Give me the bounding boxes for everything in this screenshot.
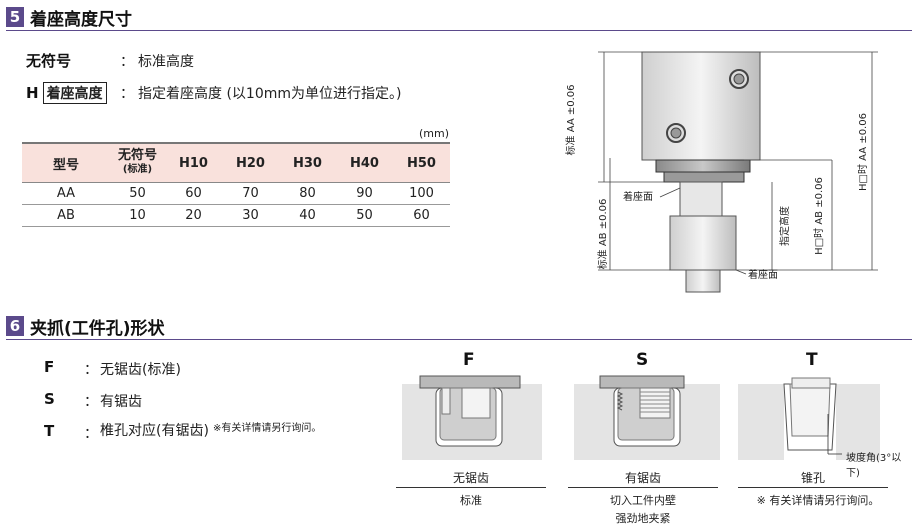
table-row: AB 10 20 30 40 50 60 <box>22 204 450 227</box>
cell: 30 <box>222 204 279 227</box>
port-icon-inner <box>733 73 745 85</box>
figure-caption-t: 锥孔 <box>800 471 825 485</box>
seat-surface-label-1: 着座面 <box>623 190 653 203</box>
clamp-rod <box>685 269 721 293</box>
option-key: 无符号 <box>26 52 72 70</box>
option-desc-t-wrap: 椎孔对应(有锯齿) ※有关详情请另行询问。 <box>100 420 321 440</box>
cell: 60 <box>393 204 450 227</box>
section5-option-none: 无符号 <box>26 50 71 71</box>
figure-sub-f: 标准 <box>460 494 482 507</box>
cell: 50 <box>336 204 393 227</box>
cell: 70 <box>222 182 279 205</box>
header-h40: H40 <box>336 142 393 183</box>
option-desc: 标准高度 <box>138 54 194 70</box>
table-unit: (mm) <box>419 127 450 140</box>
figure-letter-s: S <box>636 350 649 370</box>
option-note-t: ※有关详情请另行询问。 <box>212 423 322 434</box>
caption-divider <box>738 487 888 488</box>
section6-number: 6 <box>6 316 24 336</box>
header-none-sub: (标准) <box>122 164 153 175</box>
row-model: AA <box>22 182 110 205</box>
seat-height-diagram: 标准 AA ±0.06 标准 AB ±0.06 指定高度 H□时 AB ±0.0… <box>565 51 878 293</box>
option-desc-s: 有锯齿 <box>100 394 142 410</box>
section5-option-h: H 着座高度 <box>26 82 107 104</box>
cell: 20 <box>165 204 222 227</box>
figure-letter-f: F <box>463 350 475 370</box>
option-desc-t: 椎孔对应(有锯齿) <box>100 423 209 439</box>
clamp-body <box>641 51 761 161</box>
header-standard: 无符号 (标准) <box>110 142 165 183</box>
option-key-f: F <box>44 358 55 376</box>
port-icon-inner <box>670 127 682 139</box>
cell: 40 <box>279 204 336 227</box>
header-h30: H30 <box>279 142 336 183</box>
cell: 60 <box>165 182 222 205</box>
cell: 80 <box>279 182 336 205</box>
option-key: H <box>26 84 39 102</box>
std-aa-label: 标准 AA ±0.06 <box>565 85 577 156</box>
section6-header: 6 夹抓(工件孔)形状 <box>6 315 165 339</box>
figure-f-drawing <box>402 375 542 460</box>
section5-header: 5 着座高度尺寸 <box>6 6 132 30</box>
h-aa-label: H□时 AA ±0.06 <box>857 113 869 191</box>
cell: 10 <box>110 204 165 227</box>
header-h50: H50 <box>393 142 450 183</box>
seat-surface-label-2: 着座面 <box>748 268 778 281</box>
section5-divider <box>6 30 912 31</box>
option-desc: 指定着座高度 (以10mm为单位进行指定。) <box>138 86 402 102</box>
section6-title: 夹抓(工件孔)形状 <box>30 318 165 339</box>
option-desc-f: 无锯齿(标准) <box>100 362 181 378</box>
section5-number: 5 <box>6 7 24 27</box>
header-h20: H20 <box>222 142 279 183</box>
cell: 100 <box>393 182 450 205</box>
seat-height-table: 型号 无符号 (标准) H10 H20 H30 H40 H50 AA 50 60… <box>22 142 450 227</box>
clamp-flange-lower <box>663 171 745 183</box>
option-colon: ： <box>84 362 98 378</box>
cell: 90 <box>336 182 393 205</box>
header-none: 无符号 <box>117 148 157 163</box>
h-ab-label: H□时 AB ±0.06 <box>813 177 825 255</box>
std-ab-label: 标准 AB ±0.06 <box>597 199 609 270</box>
option-colon: ： <box>84 394 98 410</box>
figure-sub-s-2: 强劲地夹紧 <box>615 512 671 525</box>
figure-sub-s-1: 切入工件内壁 <box>610 494 676 507</box>
table-header-row: 型号 无符号 (标准) H10 H20 H30 H40 H50 <box>22 142 450 183</box>
slope-angle-label: 坡度角(3°以下) <box>846 453 902 479</box>
clamp-piston <box>669 215 737 271</box>
cell: 50 <box>110 182 165 205</box>
specified-height-label: 指定高度 <box>778 206 791 246</box>
clamp-jaw <box>679 181 723 217</box>
caption-divider <box>396 487 546 488</box>
option-boxed-label: 着座高度 <box>42 82 107 104</box>
figure-sub-t: ※ 有关详情请另行询问。 <box>756 494 880 507</box>
section5-title: 着座高度尺寸 <box>30 9 132 30</box>
header-h10: H10 <box>165 142 222 183</box>
figure-letter-t: T <box>806 350 818 370</box>
figure-s-drawing <box>574 375 720 460</box>
figure-caption-s: 有锯齿 <box>624 471 661 485</box>
figure-t-drawing <box>738 377 880 460</box>
section6-divider <box>6 339 912 340</box>
header-model: 型号 <box>22 142 110 183</box>
option-key-t: T <box>44 422 55 440</box>
option-colon: ： <box>120 54 134 70</box>
option-key-s: S <box>44 390 55 408</box>
option-colon: ： <box>120 86 134 102</box>
table-row: AA 50 60 70 80 90 100 <box>22 182 450 205</box>
figure-caption-f: 无锯齿 <box>452 471 489 485</box>
option-colon: ： <box>84 426 98 442</box>
row-model: AB <box>22 204 110 227</box>
caption-divider <box>568 487 718 488</box>
jaw-shape-figures <box>402 375 880 460</box>
clamp-flange <box>655 159 751 173</box>
